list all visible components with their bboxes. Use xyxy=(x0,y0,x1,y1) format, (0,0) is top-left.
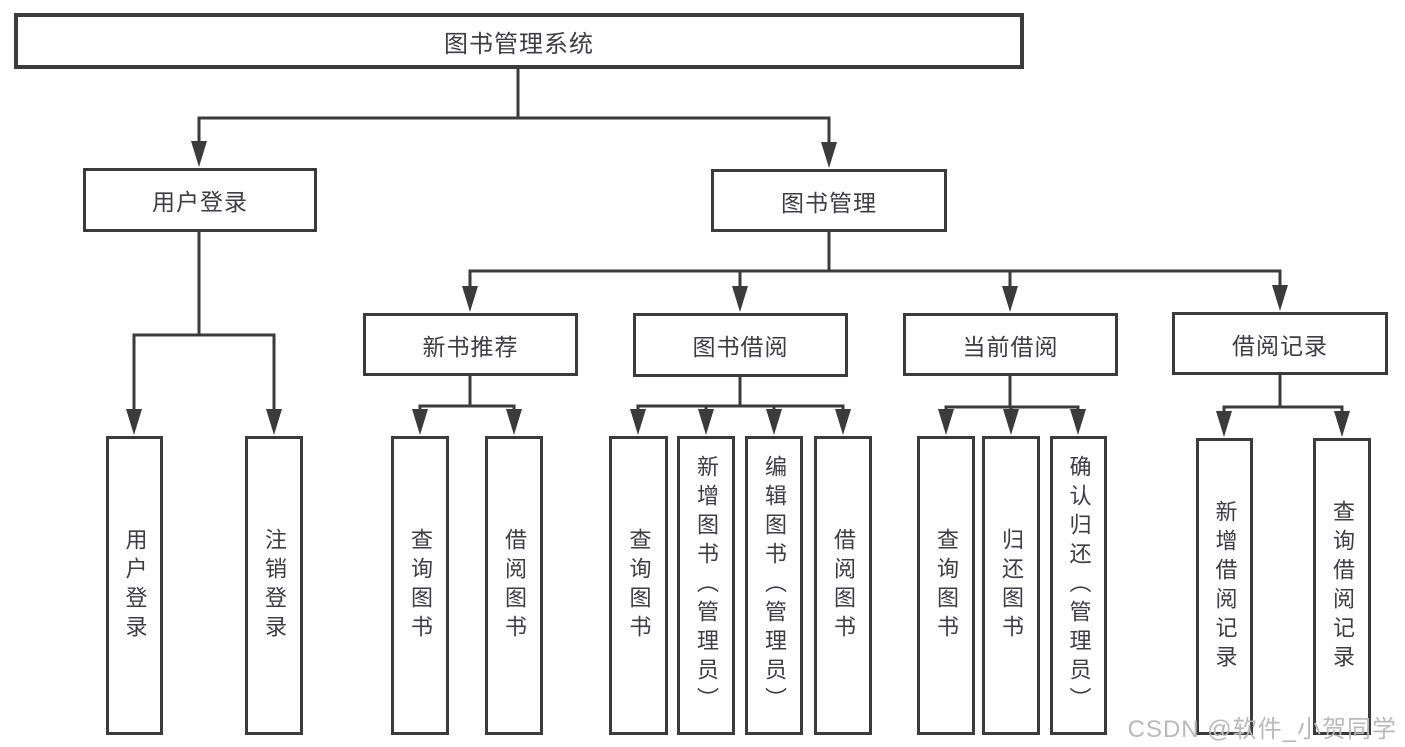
node-label: 借阅记录 xyxy=(1232,332,1328,359)
leaf-current-return-book: 归还图书 xyxy=(982,436,1040,735)
node-label: 编辑图书（管理员） xyxy=(762,455,787,716)
leaf-rec-borrow-book: 借阅图书 xyxy=(485,436,543,735)
node-label: 查询图书 xyxy=(626,527,652,644)
leaf-borrow-add-book-admin: 新增图书（管理员） xyxy=(677,436,735,735)
node-label: 新增图书（管理员） xyxy=(694,455,719,716)
node-user-login-branch: 用户登录 xyxy=(83,168,317,232)
node-label: 当前借阅 xyxy=(962,333,1059,360)
node-label: 查询图书 xyxy=(408,527,433,644)
node-label: 图书管理 xyxy=(781,189,877,216)
leaf-current-confirm-return-admin: 确认归还（管理员） xyxy=(1050,436,1107,735)
node-label: 新增借阅记录 xyxy=(1212,499,1238,674)
node-label: 借阅图书 xyxy=(502,527,527,644)
node-label: 用户登录 xyxy=(152,189,248,215)
node-label: 归还图书 xyxy=(999,527,1024,644)
leaf-borrow-borrow-book: 借阅图书 xyxy=(814,436,872,735)
leaf-user-login: 用户登录 xyxy=(106,436,163,735)
node-label: 用户登录 xyxy=(122,527,148,644)
leaf-logout: 注销登录 xyxy=(245,436,303,735)
leaf-records-query-record: 查询借阅记录 xyxy=(1313,438,1371,735)
node-library-management-system: 图书管理系统 xyxy=(14,13,1024,69)
node-borrowing-records: 借阅记录 xyxy=(1172,312,1388,375)
node-label: 借阅图书 xyxy=(831,527,856,644)
leaf-borrow-edit-book-admin: 编辑图书（管理员） xyxy=(745,436,803,735)
node-label: 图书管理系统 xyxy=(444,30,594,58)
node-label: 注销登录 xyxy=(262,527,287,644)
node-label: 查询图书 xyxy=(934,527,959,644)
node-label: 新书推荐 xyxy=(422,333,519,360)
leaf-records-add-record: 新增借阅记录 xyxy=(1196,438,1253,735)
leaf-rec-query-book: 查询图书 xyxy=(391,436,449,735)
node-label: 确认归还（管理员） xyxy=(1066,455,1092,716)
node-book-borrowing: 图书借阅 xyxy=(633,313,848,377)
node-book-management: 图书管理 xyxy=(711,169,947,232)
node-label: 查询借阅记录 xyxy=(1330,499,1355,674)
node-label: 图书借阅 xyxy=(692,334,789,360)
leaf-borrow-query-book: 查询图书 xyxy=(609,436,668,735)
node-new-book-recommendation: 新书推荐 xyxy=(363,313,578,376)
leaf-current-query-book: 查询图书 xyxy=(917,436,975,735)
node-current-borrowing: 当前借阅 xyxy=(903,313,1118,376)
